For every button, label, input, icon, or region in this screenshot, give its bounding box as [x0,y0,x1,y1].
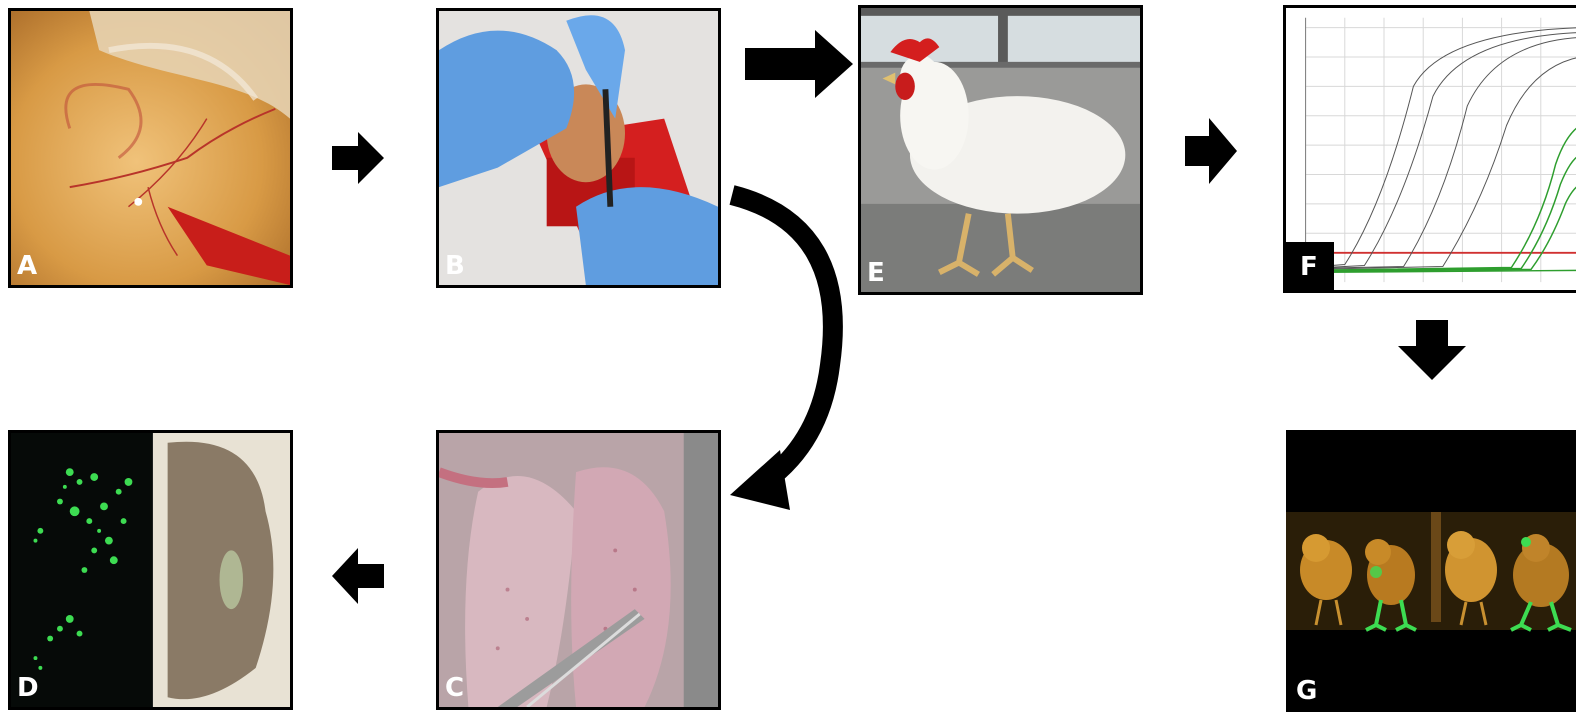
rooster-image [861,8,1140,292]
panel-c-label: C [445,675,464,701]
panel-f-label: F [1286,242,1334,290]
panel-b-egg-windowing: B [436,8,721,288]
panel-c-tissue-dissection: C [436,430,721,710]
tissue-fluorescence-image [11,433,290,707]
panel-a-embryo-injection: A [8,8,293,288]
arrow-a-to-b [332,132,384,184]
panel-b-label: B [445,253,465,279]
arrow-b-to-e [745,30,853,98]
panel-g-label: G [1296,678,1317,704]
arrow-e-to-f [1185,118,1237,184]
panel-f-pcr-plot: F [1283,5,1576,293]
arrow-f-to-g [1398,320,1466,380]
panel-d-fluorescent-tissue: D [8,430,293,710]
panel-a-label: A [17,253,37,279]
panel-g-transgenic-chicks: G [1286,430,1576,712]
panel-d-label: D [17,675,39,701]
chicks-image [1286,430,1576,712]
panel-e-label: E [867,260,885,286]
arrow-c-to-d [332,548,384,604]
egg-hands-image [439,11,718,285]
panel-e-rooster: E [858,5,1143,295]
curved-arrow-b-to-c [720,185,860,520]
embryo-image [11,11,290,285]
dissection-image [439,433,718,707]
